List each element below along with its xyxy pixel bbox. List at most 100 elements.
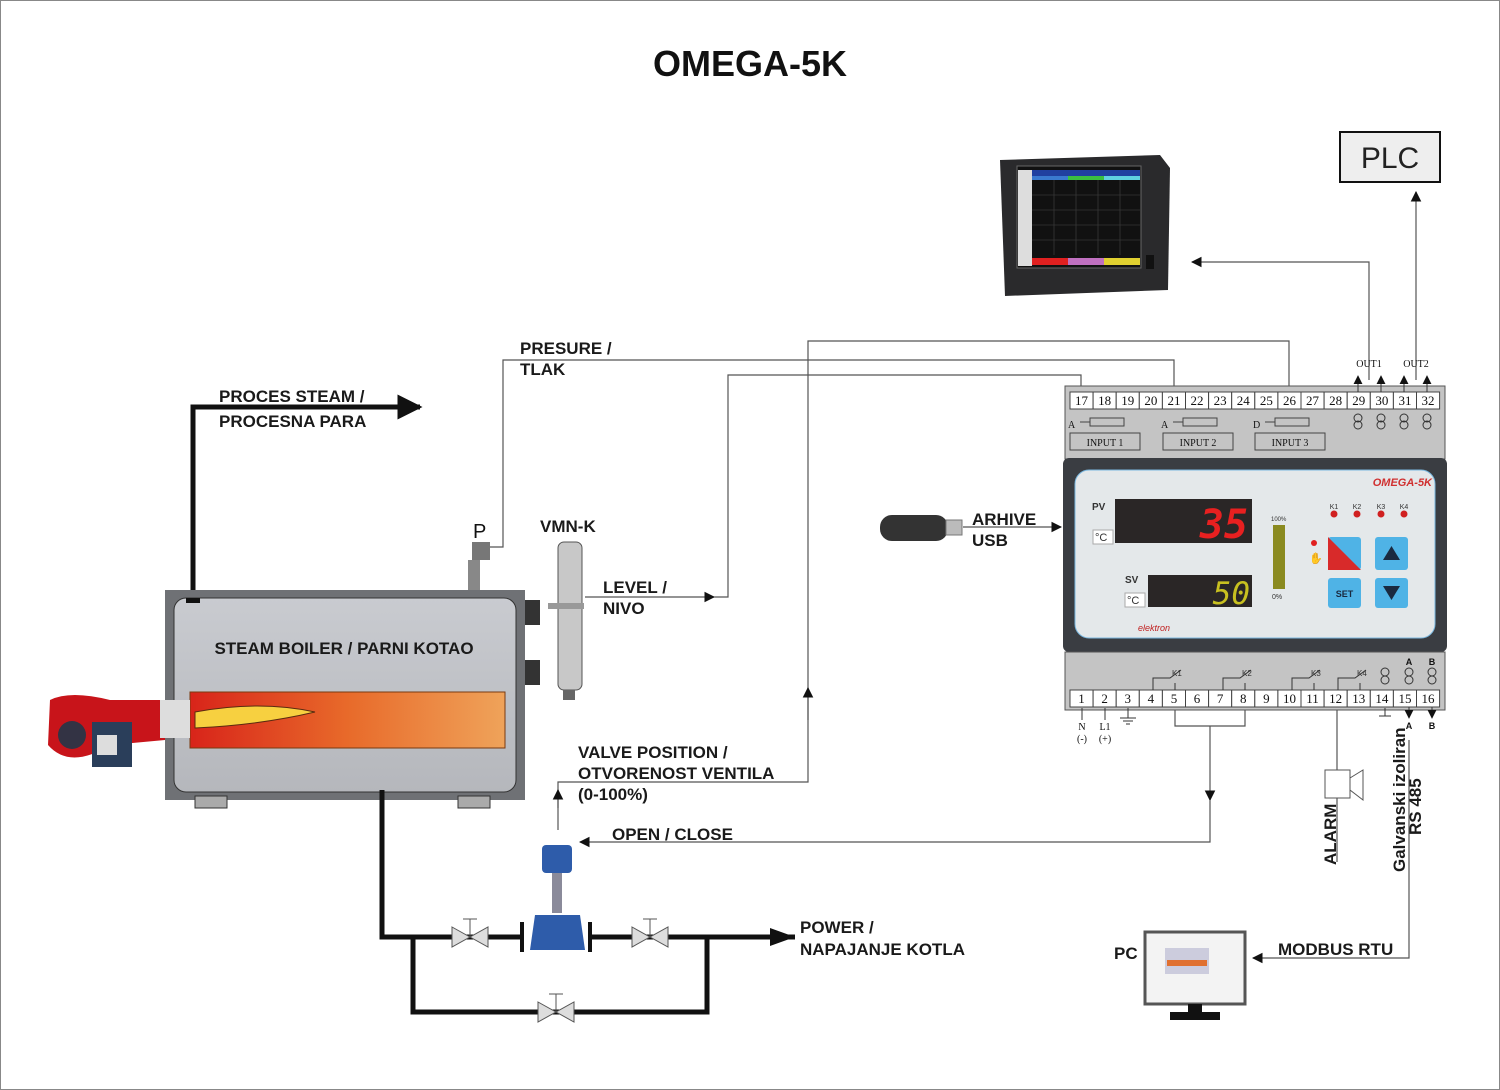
bar-bottom-label: 0%: [1272, 594, 1282, 601]
terminal-3: 3: [1115, 689, 1140, 708]
power-label-2: NAPAJANJE KOTLA: [800, 940, 965, 959]
terminal-21: 21: [1161, 391, 1187, 410]
input-3-block: INPUT 3D: [1253, 417, 1326, 451]
pv-display: 35: [1199, 502, 1248, 548]
terminal-number: 20: [1144, 393, 1157, 408]
terminal-24: 24: [1231, 391, 1256, 410]
terminal-30: 30: [1369, 391, 1394, 410]
power-n-sign: (-): [1077, 734, 1087, 745]
pressure-sensor-label: P: [473, 521, 486, 543]
relay-contact-label: K1: [1172, 669, 1182, 678]
boiler-label: STEAM BOILER / PARNI KOTAO: [214, 639, 473, 658]
input-type: A: [1161, 420, 1169, 431]
power-inlet-arrow: [770, 928, 795, 946]
plc-label: PLC: [1361, 142, 1419, 175]
bar-top-label: 100%: [1271, 517, 1287, 523]
terminal-26: 26: [1277, 391, 1302, 410]
pressure-wire: [490, 359, 1175, 548]
terminal-number: 16: [1422, 691, 1436, 706]
terminal-number: 2: [1101, 691, 1108, 706]
output-2-label: OUT2: [1403, 359, 1429, 370]
relay-led-label: K2: [1353, 504, 1362, 511]
relay-K3-led: [1377, 510, 1385, 518]
relay-contact-label: K4: [1357, 669, 1367, 678]
valve-position-label-1: VALVE POSITION /: [578, 743, 728, 762]
current-source-icon: [1422, 413, 1432, 423]
terminal-number: 6: [1194, 691, 1201, 706]
terminal-number: 21: [1167, 393, 1180, 408]
maker-logo: elektron: [1138, 623, 1170, 633]
terminal-10: 10: [1277, 689, 1302, 708]
open-close-wire: [578, 800, 1211, 848]
relay-K4-led: [1400, 510, 1408, 518]
terminal-number: 10: [1283, 691, 1296, 706]
pc-label: PC: [1114, 944, 1138, 963]
power-label-1: POWER /: [800, 918, 874, 937]
presure-label-1: PRESURE /: [520, 339, 612, 358]
terminal-number: 30: [1375, 393, 1388, 408]
auto-manual-button[interactable]: [1328, 537, 1361, 570]
terminal-27: 27: [1300, 391, 1325, 410]
input-label: INPUT 1: [1087, 438, 1124, 449]
terminal-number: 7: [1217, 691, 1224, 706]
terminal-16: 16: [1416, 689, 1441, 708]
alarm-label: ALARM: [1321, 804, 1340, 865]
relay-contact-label: K3: [1311, 669, 1321, 678]
plc-box: PLC: [1339, 131, 1441, 183]
steam-pipe: [190, 394, 423, 603]
terminal-number: 26: [1283, 393, 1297, 408]
k1-k2-link: [1174, 708, 1246, 727]
level-label-1: LEVEL /: [603, 578, 667, 597]
proces-steam-label-1: PROCES STEAM /: [219, 387, 365, 406]
input-type: A: [1068, 420, 1076, 431]
modbus-label: MODBUS RTU: [1278, 940, 1393, 959]
input-type: D: [1253, 420, 1260, 431]
terminal-14: 14: [1369, 689, 1394, 708]
terminal-number: 31: [1398, 393, 1411, 408]
set-button-label: SET: [1336, 589, 1354, 599]
rs485-b-label: B: [1429, 721, 1436, 731]
terminal-28: 28: [1323, 391, 1348, 410]
terminal-number: 8: [1240, 691, 1247, 706]
up-button[interactable]: [1375, 537, 1408, 570]
controller-model: OMEGA-5K: [1373, 477, 1433, 489]
manual-valve-icon: [451, 918, 489, 948]
valve-position-label-2: OTVORENOST VENTILA: [578, 764, 774, 783]
terminal-17: 17: [1069, 391, 1094, 410]
terminal-number: 18: [1098, 393, 1111, 408]
valve-position-wire: [557, 340, 1290, 808]
manual-valve-icon: [537, 993, 575, 1023]
water-pipe-left: [379, 790, 522, 940]
relay-K1-led: [1330, 510, 1338, 518]
terminal-8: 8: [1231, 689, 1256, 708]
terminal-number: 15: [1398, 691, 1411, 706]
terminal-number: 28: [1329, 393, 1342, 408]
sv-display: 50: [1213, 576, 1250, 612]
set-button[interactable]: SET: [1328, 578, 1361, 608]
relay-led-label: K4: [1400, 504, 1409, 511]
terminal-32: 32: [1416, 391, 1441, 410]
terminal-number: 4: [1148, 691, 1155, 706]
pv-label: PV: [1092, 502, 1106, 513]
relay-K2-contact-icon: K2: [1222, 669, 1252, 690]
terminal-number: 32: [1422, 393, 1435, 408]
terminal-9: 9: [1254, 689, 1279, 708]
open-close-label: OPEN / CLOSE: [612, 825, 733, 844]
relay-contact-label: K2: [1242, 669, 1252, 678]
level-wire: [714, 374, 1082, 598]
down-button[interactable]: [1375, 578, 1408, 608]
terminal-31: 31: [1392, 391, 1418, 410]
terminal-number: 1: [1078, 691, 1085, 706]
rs485-a-label: A: [1406, 721, 1413, 731]
terminal-number: 5: [1171, 691, 1178, 706]
sv-label: SV: [1125, 575, 1139, 586]
omega-5k-controller: OMEGA-5K elektron PV SV °C °C 35 50 100%…: [1063, 359, 1447, 745]
terminal-number: 23: [1214, 393, 1227, 408]
terminal-5: 5: [1161, 689, 1187, 708]
terminal-12: 12: [1323, 689, 1348, 708]
usb-stick: [880, 515, 963, 541]
terminal-19: 19: [1115, 391, 1140, 410]
out1-wire: [1190, 256, 1370, 380]
rs485-label-2: RS 485: [1406, 778, 1425, 835]
terminal-13: 13: [1346, 689, 1371, 708]
